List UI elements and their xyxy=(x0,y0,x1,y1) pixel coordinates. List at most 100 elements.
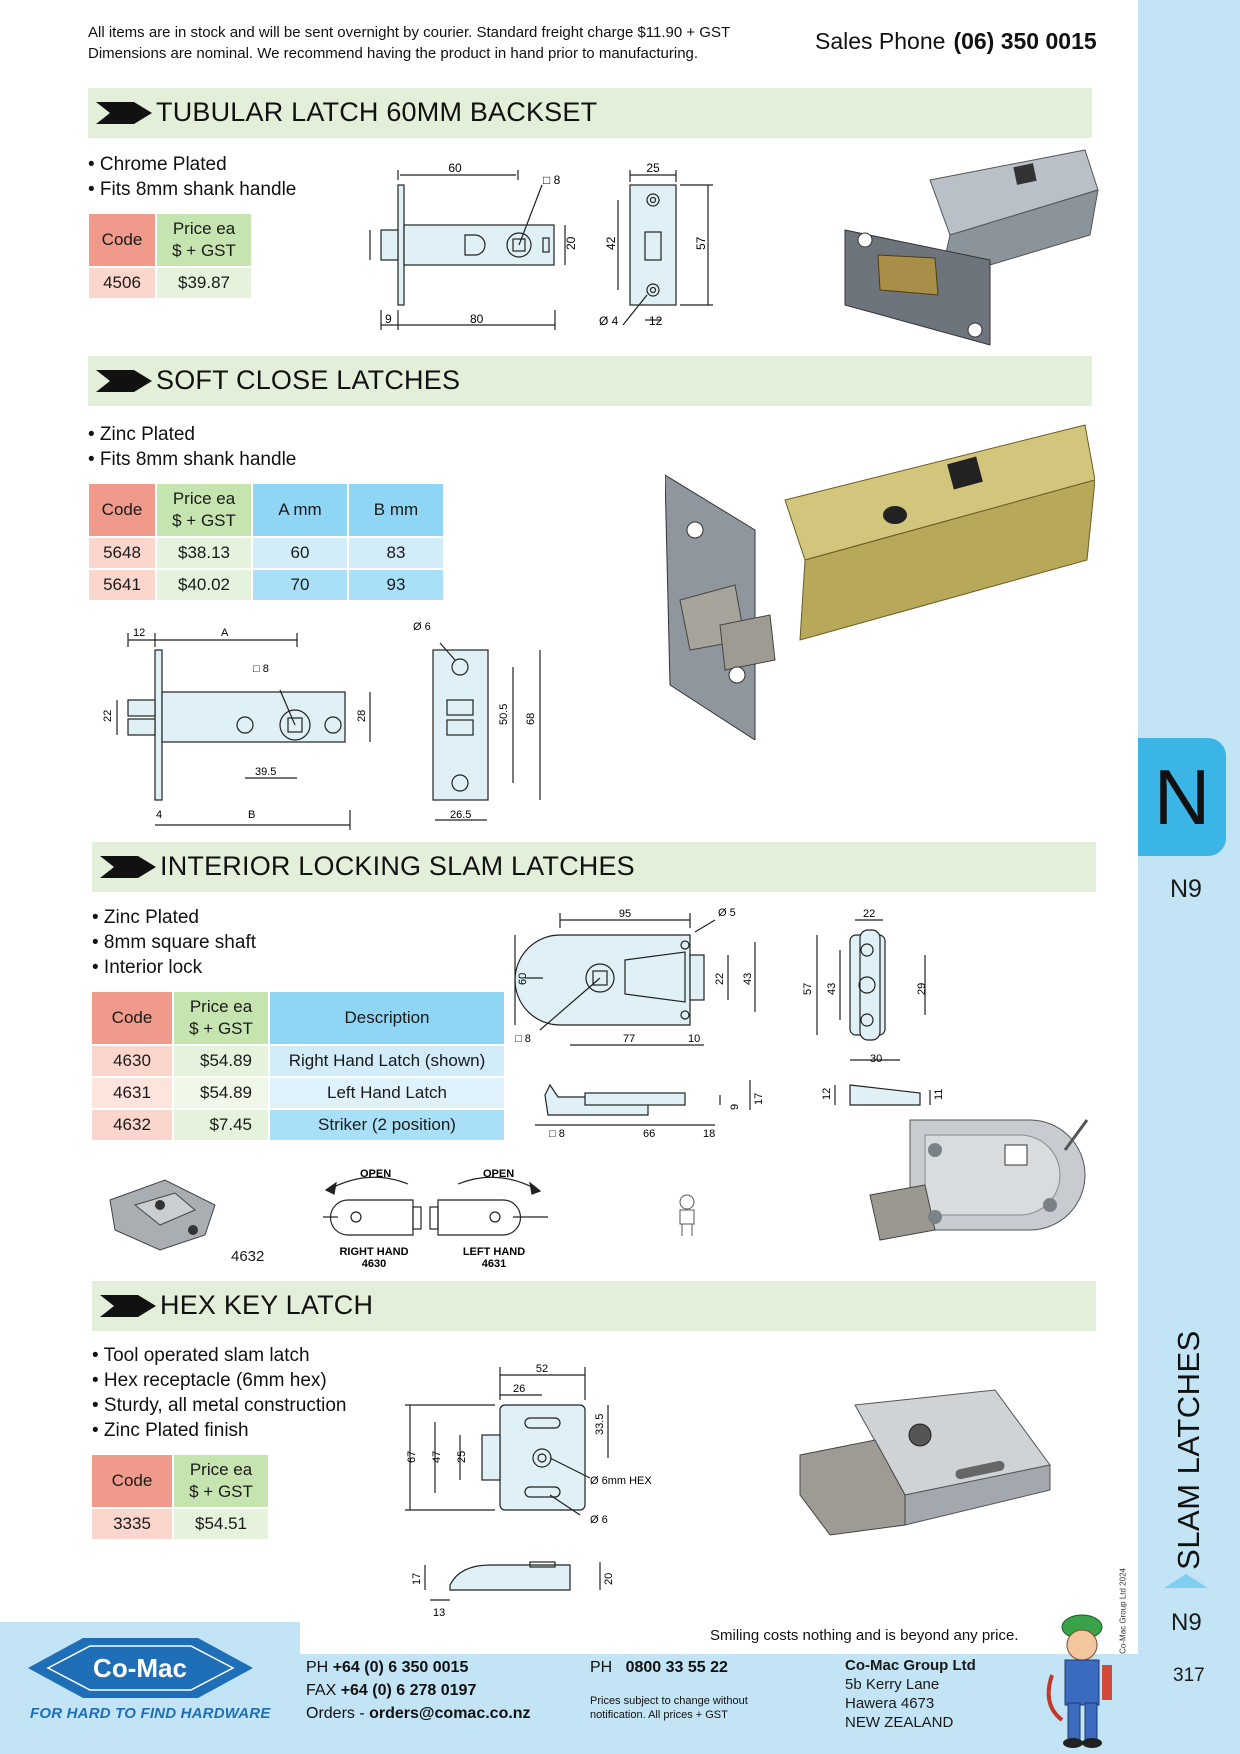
slam-price-table: Code Price ea$ + GST Description 4630$54… xyxy=(92,992,506,1142)
cell-b: 93 xyxy=(349,570,445,602)
right-hand-label: RIGHT HAND xyxy=(339,1246,408,1258)
footer-address: Co-Mac Group Ltd 5b Kerry Lane Hawera 46… xyxy=(845,1656,976,1732)
hex-bullets: • Tool operated slam latch • Hex recepta… xyxy=(92,1343,346,1443)
dim-label: 43 xyxy=(742,973,754,985)
prices-note-l2: notification. All prices + GST xyxy=(590,1709,728,1721)
footer-freephone: PH 0800 33 55 22 xyxy=(590,1656,728,1679)
ph-number[interactable]: +64 (0) 6 350 0015 xyxy=(332,1659,469,1676)
dim-label: 28 xyxy=(356,710,368,722)
dim-label: 18 xyxy=(703,1128,715,1140)
dim-label: 57 xyxy=(694,236,708,250)
softclose-banner: SOFT CLOSE LATCHES xyxy=(88,356,1092,406)
orders-email[interactable]: orders@comac.co.nz xyxy=(369,1705,531,1722)
sales-phone-label: Sales Phone xyxy=(815,28,946,54)
slam-drawing: 95 Ø 5 60 22 43 □ 8 77 10 22 57 43 29 30… xyxy=(514,907,945,1140)
dim-label: □ 8 xyxy=(549,1128,565,1140)
col-code: Code xyxy=(89,214,157,268)
sidebar-notch xyxy=(1164,1574,1208,1588)
page-number: 317 xyxy=(1173,1665,1205,1686)
cell-code: 4632 xyxy=(92,1110,174,1142)
dim-label: 26.5 xyxy=(450,809,471,821)
bullet: • Interior lock xyxy=(92,957,203,978)
softclose-bullets: • Zinc Plated • Fits 8mm shank handle xyxy=(88,422,296,472)
footer-contact: PH +64 (0) 6 350 0015 FAX +64 (0) 6 278 … xyxy=(306,1656,531,1725)
sidebar xyxy=(1138,0,1240,1754)
hand-diagram: OPEN OPEN RIGHT HAND 4630 LEFT HAND 4631 xyxy=(323,1168,548,1270)
arrow-icon xyxy=(100,856,156,878)
open-label: OPEN xyxy=(360,1168,391,1180)
dim-label: 17 xyxy=(753,1093,765,1105)
tubular-title: TUBULAR LATCH 60MM BACKSET xyxy=(156,97,598,127)
tubular-banner: TUBULAR LATCH 60MM BACKSET xyxy=(88,88,1092,138)
cell-a: 70 xyxy=(253,570,349,602)
dim-label: 80 xyxy=(470,312,484,326)
dim-label: Ø 6mm HEX xyxy=(590,1475,652,1487)
dim-label: 29 xyxy=(916,983,928,995)
address-line: Hawera 4673 xyxy=(845,1695,935,1712)
header-note-line2: Dimensions are nominal. We recommend hav… xyxy=(88,45,699,62)
cell-code: 4631 xyxy=(92,1078,174,1110)
dim-label: 60 xyxy=(517,973,529,985)
dim-label: 43 xyxy=(826,983,838,995)
cell-price: $54.89 xyxy=(174,1046,270,1078)
dim-label: 22 xyxy=(714,973,726,985)
col-price-l2: $ + GST xyxy=(172,241,236,260)
ph2-number[interactable]: 0800 33 55 22 xyxy=(625,1659,728,1676)
col-price-l1: Price ea xyxy=(189,997,253,1016)
address-line: 5b Kerry Lane xyxy=(845,1676,940,1693)
col-b: B mm xyxy=(349,484,445,538)
tubular-bullets: • Chrome Plated • Fits 8mm shank handle xyxy=(88,152,296,202)
softclose-drawing: 12 A □ 8 22 28 39.5 4 B Ø 6 50.5 68 26.5 xyxy=(102,621,541,830)
dim-label: 47 xyxy=(431,1451,443,1463)
dim-label: 22 xyxy=(102,710,114,722)
tubular-drawing: 60 □ 8 13 20 9 80 25 42 57 Ø 4 12 xyxy=(365,161,713,330)
bullet: • Hex receptacle (6mm hex) xyxy=(92,1370,327,1391)
col-price-l2: $ + GST xyxy=(189,1482,253,1501)
cell-code: 3335 xyxy=(92,1509,174,1541)
left-hand-label: LEFT HAND xyxy=(463,1246,525,1258)
hex-latch-photo xyxy=(799,1389,1051,1536)
softclose-latch-photo xyxy=(665,424,1095,740)
cell-price: $54.51 xyxy=(174,1509,270,1541)
hex-drawing: 52 26 67 47 25 33.5 Ø 6mm HEX Ø 6 17 20 … xyxy=(405,1363,652,1619)
dim-label: 39.5 xyxy=(255,766,276,778)
cell-price: $54.89 xyxy=(174,1078,270,1110)
hex-banner: HEX KEY LATCH xyxy=(92,1281,1096,1331)
dim-label: 17 xyxy=(411,1573,423,1585)
sales-phone-number[interactable]: (06) 350 0015 xyxy=(953,28,1097,54)
ph2-label: PH xyxy=(590,1659,613,1676)
cell-price: $38.13 xyxy=(157,538,253,570)
bullet: • Sturdy, all metal construction xyxy=(92,1395,347,1416)
table-row[interactable]: 4506$39.87 xyxy=(89,268,253,300)
dim-label: 20 xyxy=(564,236,578,250)
dim-label: Ø 6 xyxy=(590,1514,608,1526)
section-letter-tab[interactable]: N xyxy=(1138,738,1226,856)
dim-label: □ 8 xyxy=(515,1033,531,1045)
dim-label: 42 xyxy=(604,236,618,250)
cell-code: 4506 xyxy=(89,268,157,300)
dim-label: B xyxy=(248,809,255,821)
dim-label: 12 xyxy=(649,314,663,328)
bullet: • Fits 8mm shank handle xyxy=(88,449,297,470)
logo-text: Co-Mac xyxy=(93,1653,187,1683)
col-price: Price ea$ + GST xyxy=(157,214,253,268)
col-price-l1: Price ea xyxy=(189,1460,253,1479)
dim-label: 25 xyxy=(646,161,660,175)
bullet: • 8mm square shaft xyxy=(92,932,256,953)
softclose-price-table: Code Price ea$ + GST A mm B mm 5648$38.1… xyxy=(89,484,445,602)
left-hand-code: 4631 xyxy=(482,1258,506,1270)
col-price: Price ea$ + GST xyxy=(157,484,253,538)
header-note: All items are in stock and will be sent … xyxy=(88,22,730,64)
comac-logo[interactable]: Co-Mac xyxy=(28,1628,253,1708)
dim-label: 9 xyxy=(729,1104,741,1110)
table-row[interactable]: 3335$54.51 xyxy=(92,1509,270,1541)
dim-label: □ 8 xyxy=(543,173,561,187)
footer-motto: Smiling costs nothing and is beyond any … xyxy=(710,1627,1019,1644)
dim-label: □ 8 xyxy=(253,663,269,675)
fax-number[interactable]: +64 (0) 6 278 0197 xyxy=(340,1682,477,1699)
